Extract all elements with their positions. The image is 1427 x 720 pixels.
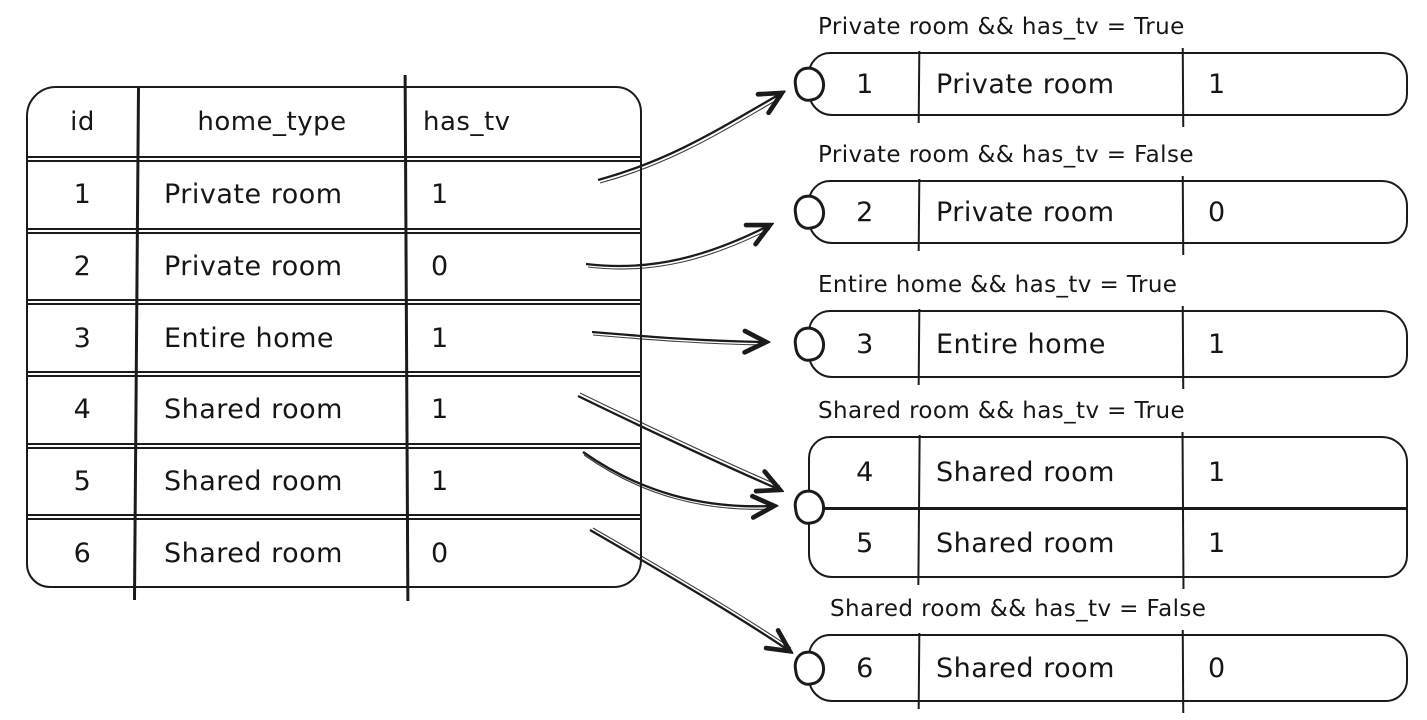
group-cell-id: 5 [810,507,920,576]
group-label: Private room && has_tv = False [818,142,1194,168]
group-cell-id: 3 [856,328,874,360]
group-shared-room-tv-false: Shared room && has_tv = False 6 Shared r… [791,596,1408,714]
group-box: 1 Private room 1 [791,47,1408,128]
group-cell-home-type: Shared room [936,652,1115,684]
group-cell-has-tv: 0 [1208,652,1226,684]
group-cell-home-type: Shared room [936,457,1115,488]
table-cell-id: 5 [28,442,137,515]
group-box: 2 Private room 0 [791,175,1408,256]
group-cell-home-type: Private room [936,196,1115,228]
table-cell-home-type: Shared room [137,370,407,443]
table-cell-id: 6 [28,514,137,586]
column-header-home-type: home_type [197,107,347,137]
column-header-has-tv: has_tv [423,107,511,137]
cell-divider [1181,175,1185,256]
group-cell-home-type: Entire home [936,328,1107,360]
group-label: Shared room && has_tv = True [818,398,1186,424]
table-cell-has-tv: 0 [407,514,640,586]
group-private-room-tv-true: Private room && has_tv = True 1 Private … [791,14,1408,128]
source-table: id home_type has_tv 1 Private room 1 2 P… [26,74,642,602]
table-cell-has-tv: 0 [407,227,640,300]
group-shared-room-tv-true: Shared room && has_tv = True 4 Shared ro… [791,398,1408,590]
table-cell-home-type: Private room [137,227,407,300]
table-cell-has-tv: 1 [407,156,640,228]
cell-divider [1181,629,1185,714]
group-cell-has-tv: 1 [1208,457,1226,488]
group-entire-home-tv-true: Entire home && has_tv = True 3 Entire ho… [791,272,1408,390]
group-box: 3 Entire home 1 [791,305,1408,390]
group-cell-has-tv: 1 [1186,507,1406,576]
group-cell-has-tv: 1 [1208,68,1226,100]
table-cell-id: 2 [28,227,137,300]
table-cell-home-type: Private room [137,156,407,228]
table-cell-home-type: Shared room [137,514,407,586]
group-private-room-tv-false: Private room && has_tv = False 2 Private… [791,142,1408,256]
group-cell-id: 6 [856,652,874,684]
group-box: 4 Shared room 1 5 Shared room 1 [791,431,1408,590]
table-cell-id: 1 [28,156,137,228]
group-label: Entire home && has_tv = True [818,272,1178,298]
cell-divider [1181,305,1185,390]
cell-divider [1181,47,1185,128]
table-cell-has-tv: 1 [407,442,640,515]
group-cell-has-tv: 0 [1208,196,1226,228]
table-cell-home-type: Shared room [137,442,407,515]
group-cell-id: 1 [856,68,874,100]
table-cell-id: 3 [28,299,137,371]
table-cell-id: 4 [28,370,137,443]
group-label: Shared room && has_tv = False [830,596,1207,622]
group-cell-id: 4 [856,457,874,488]
column-header-id: id [70,107,95,137]
group-cell-home-type: Shared room [920,507,1186,576]
group-cell-id: 2 [856,196,874,228]
table-cell-has-tv: 1 [407,299,640,371]
group-label: Private room && has_tv = True [818,14,1185,40]
table-cell-has-tv: 1 [407,370,640,443]
group-cell-home-type: Private room [936,68,1115,100]
table-cell-home-type: Entire home [137,299,407,371]
group-cell-has-tv: 1 [1208,328,1226,360]
group-box: 6 Shared room 0 [791,629,1408,714]
